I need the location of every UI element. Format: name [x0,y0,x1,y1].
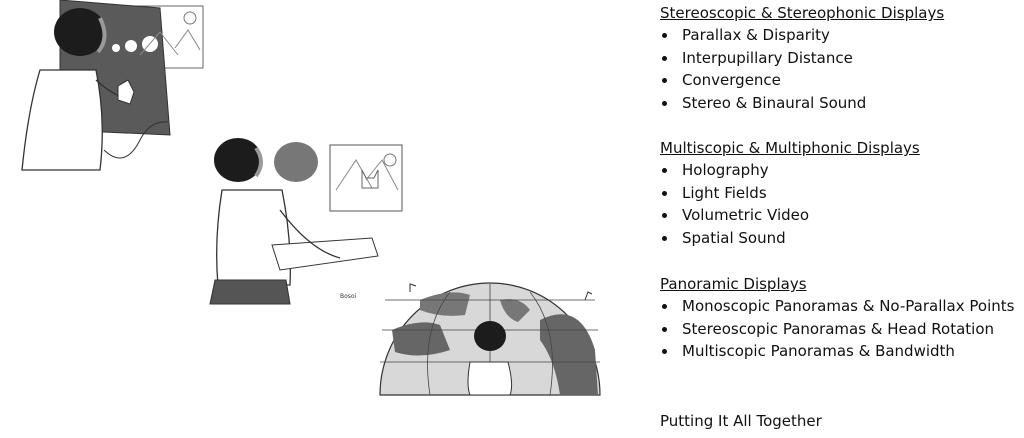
section-heading: Stereoscopic & Stereophonic Displays [660,4,945,22]
shirt [21,69,103,171]
shirt [467,361,513,396]
arm [279,209,341,259]
section-stereoscopic: Stereoscopic & Stereophonic Displays Par… [660,2,944,115]
list-item: Stereoscopic Panoramas & Head Rotation [660,318,1014,341]
cat-drawing [361,169,379,189]
list-item: Light Fields [660,182,920,205]
music-note [584,291,593,301]
headphones [96,17,107,54]
light-field-bar [271,237,379,271]
section-heading: Panoramic Displays [660,275,807,293]
section-heading: Multiscopic & Multiphonic Displays [660,139,920,157]
list-item: Interpupillary Distance [660,47,944,70]
list-item: Spatial Sound [660,227,920,250]
list-item: Parallax & Disparity [660,24,944,47]
cable [103,121,169,159]
list-item: Stereo & Binaural Sound [660,92,944,115]
sun-drawing [183,11,197,25]
mountain-drawing [139,29,201,56]
section-multiscopic: Multiscopic & Multiphonic Displays Holog… [660,137,920,250]
illustrations-panel: Bosoi [21,0,601,396]
shirt [216,189,291,286]
music-note [409,283,417,292]
bullet-list: Holography Light Fields Volumetric Video… [660,159,920,250]
list-item: Volumetric Video [660,204,920,227]
bullet-list: Parallax & Disparity Interpupillary Dist… [660,24,944,115]
closing-text: Putting It All Together [660,412,822,430]
list-item: Convergence [660,69,944,92]
screen-dot [125,40,137,52]
hand [117,79,135,105]
hair-reflection [274,142,318,182]
section-panoramic: Panoramic Displays Monoscopic Panoramas … [660,273,1014,363]
continent [392,322,450,356]
hair [214,138,262,182]
hair [54,8,106,56]
stereoscopic-scene [21,0,204,171]
hair [474,321,506,351]
continent [420,292,470,316]
list-item: Multiscopic Panoramas & Bandwidth [660,340,1014,363]
list-item: Holography [660,159,920,182]
screen-dot [112,44,120,52]
continent [540,314,598,395]
sun-drawing [383,153,397,167]
light-field-scene: Bosoi [209,138,403,305]
artist-signature: Bosoi [340,293,357,300]
headphones [254,146,263,178]
panoramic-scene [379,282,601,396]
bullet-list: Monoscopic Panoramas & No-Parallax Point… [660,295,1014,363]
display-illustrations: Bosoi [21,0,601,396]
mountain-drawing [335,159,399,191]
list-item: Monoscopic Panoramas & No-Parallax Point… [660,295,1014,318]
continent [500,299,530,322]
skirt [209,279,291,305]
